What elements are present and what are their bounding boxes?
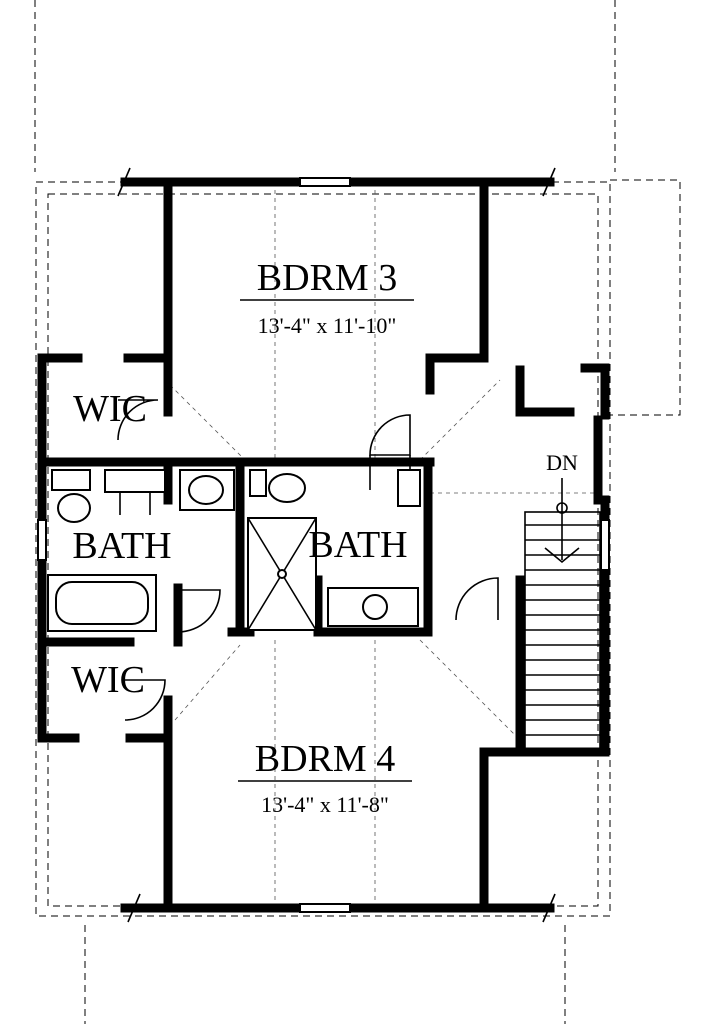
wic-top-name: WIC (73, 388, 147, 430)
stair (524, 478, 601, 751)
bdrm4-dims: 13'-4" x 11'-8" (261, 792, 389, 817)
bath-fixtures-center (247, 469, 421, 631)
bdrm3-name: BDRM 3 (257, 257, 397, 299)
break-marks (117, 167, 556, 923)
bdrm3-dims: 13'-4" x 11'-10" (258, 313, 397, 338)
ceiling-lines (169, 190, 600, 905)
bath-fixtures-left (47, 469, 235, 632)
wic-bottom-name: WIC (71, 659, 145, 701)
windows (37, 177, 610, 913)
bath-left-name: BATH (72, 525, 171, 567)
stair-dn-label: DN (546, 450, 578, 475)
bath-center-name: BATH (308, 524, 407, 566)
bdrm4-name: BDRM 4 (255, 738, 395, 780)
walls (37, 177, 610, 913)
doors (117, 399, 499, 721)
labels: BDRM 3 13'-4" x 11'-10" BDRM 4 13'-4" x … (71, 257, 578, 817)
